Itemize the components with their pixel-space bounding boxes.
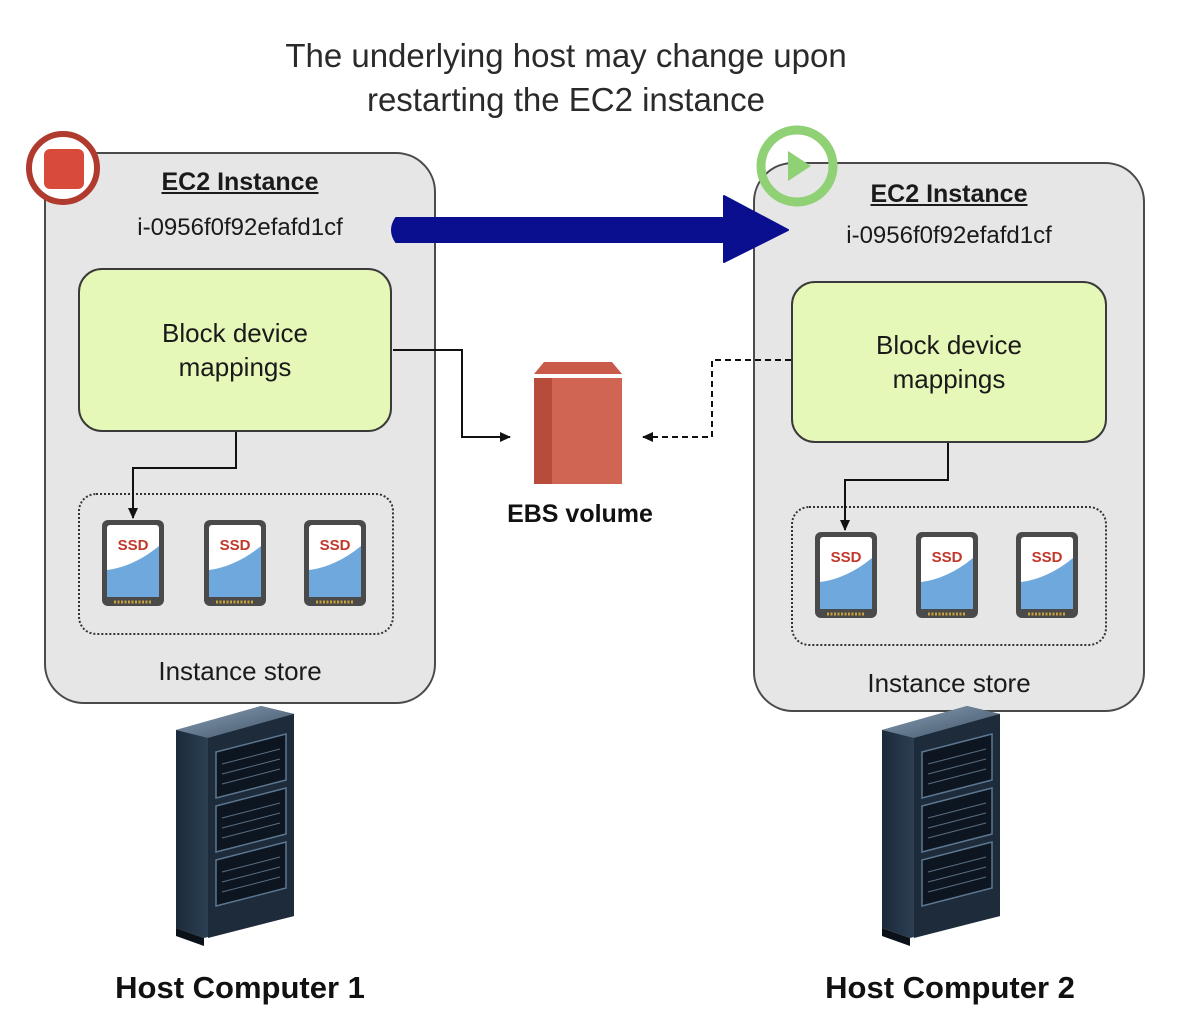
caption-line-2: restarting the EC2 instance	[366, 81, 766, 118]
instance-store-left-label: Instance store	[158, 656, 322, 686]
ssd-icon	[914, 530, 980, 620]
ssd-label: SSD	[118, 537, 149, 554]
ec2-instance-right-title: EC2 Instance	[870, 180, 1028, 208]
ebs-volume-icon	[534, 362, 622, 484]
server-rack-icon	[881, 705, 1001, 947]
instance-store-right	[791, 506, 1107, 646]
play-icon	[756, 125, 838, 207]
connector-left-bdm-to-ebs	[393, 349, 511, 442]
ssd-label: SSD	[831, 549, 862, 566]
connector-right-bdm-to-ebs	[642, 359, 791, 442]
ssd-icon	[100, 518, 166, 608]
ssd-label: SSD	[320, 537, 351, 554]
ssd-icon	[813, 530, 879, 620]
host-computer-1-label: Host Computer 1	[115, 970, 365, 1005]
block-device-mappings-left-label: Block device mappings	[162, 318, 308, 382]
stop-icon	[26, 131, 100, 205]
diagram-caption: The underlying host may change upon rest…	[0, 34, 1132, 122]
ebs-volume-label: EBS volume	[507, 500, 653, 528]
connector-right-bdm-to-ssd	[840, 443, 949, 531]
block-device-mappings-right-label: Block device mappings	[876, 330, 1022, 394]
host-computer-2-label: Host Computer 2	[825, 970, 1075, 1005]
ssd-label: SSD	[220, 537, 251, 554]
ssd-icon	[302, 518, 368, 608]
connector-left-bdm-to-ssd	[128, 432, 237, 519]
block-device-mappings-right: Block device mappings	[791, 281, 1107, 443]
instance-store-left	[78, 493, 394, 635]
ssd-label: SSD	[932, 549, 963, 566]
ec2-instance-right-id: i-0956f0f92efafd1cf	[846, 222, 1052, 249]
ec2-instance-left-title: EC2 Instance	[161, 168, 319, 196]
server-rack-icon	[175, 705, 295, 947]
ec2-instance-left-id: i-0956f0f92efafd1cf	[137, 214, 343, 241]
instance-store-right-label: Instance store	[867, 668, 1031, 698]
ssd-icon	[1014, 530, 1080, 620]
caption-line-1: The underlying host may change upon	[285, 37, 847, 74]
ssd-icon	[202, 518, 268, 608]
block-device-mappings-left: Block device mappings	[78, 268, 392, 432]
migration-arrow	[391, 195, 789, 263]
ssd-label: SSD	[1032, 549, 1063, 566]
